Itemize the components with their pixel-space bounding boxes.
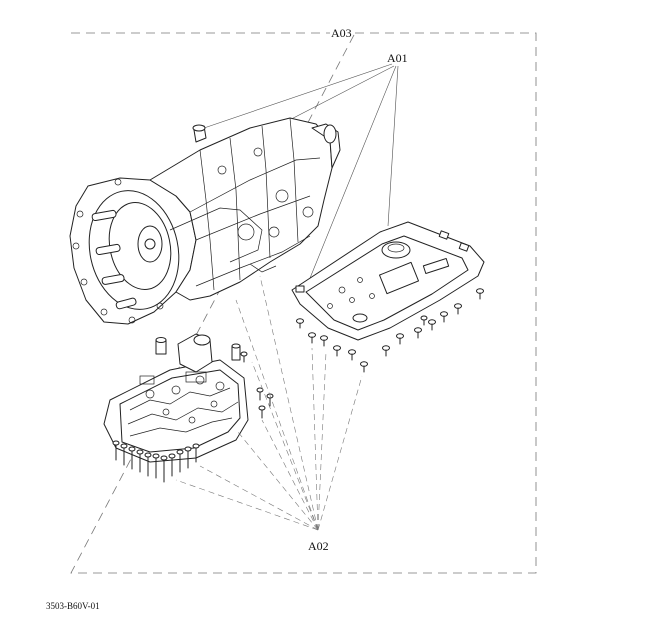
leader-lines-a01 [203, 63, 399, 289]
transmission-case [69, 117, 341, 325]
label-a02: A02 [308, 539, 329, 553]
label-a01: A01 [387, 51, 408, 65]
leader-lines-a02 [175, 275, 363, 531]
assembly-frame [70, 32, 537, 574]
doc-number: 3503-B60V-01 [46, 601, 100, 611]
loose-bolts [240, 351, 274, 419]
vent-cap [192, 124, 207, 143]
label-a03: A03 [331, 26, 352, 40]
valve-body [103, 333, 249, 463]
valve-body-bolts [112, 440, 200, 483]
oil-pan [291, 221, 485, 341]
pan-bolts [296, 288, 484, 373]
